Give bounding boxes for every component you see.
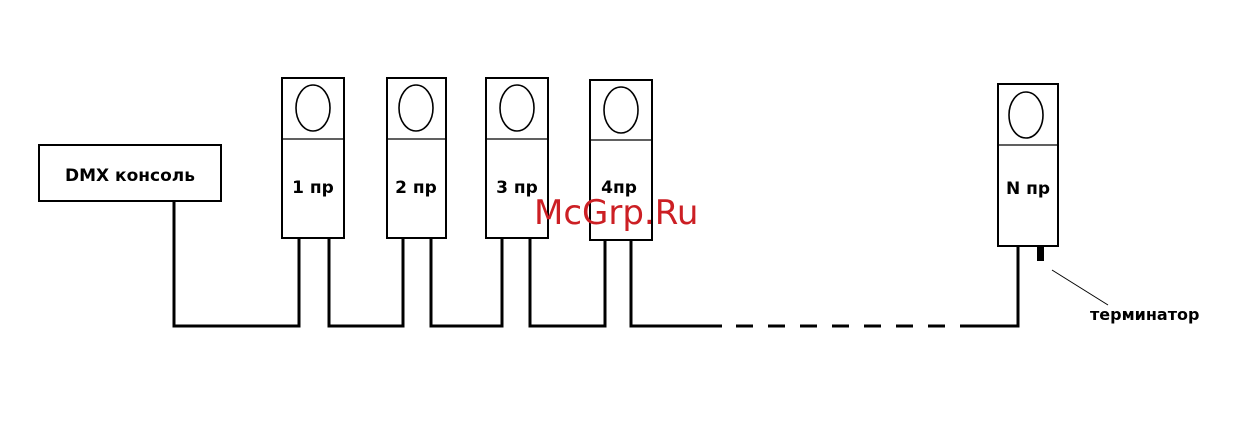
cable-to-n: [962, 246, 1018, 326]
cable-console-to-1: [174, 201, 299, 326]
device-1-label: 1 пр: [292, 178, 334, 198]
cable-3-to-4: [530, 238, 605, 326]
cable-1-to-2: [329, 238, 403, 326]
terminator: терминатор: [1037, 246, 1199, 324]
device-4-lens: [604, 87, 638, 133]
cable-4-out: [631, 240, 722, 326]
device-2: 2 пр: [387, 78, 446, 238]
cable-2-to-3: [431, 238, 502, 326]
device-2-label: 2 пр: [395, 178, 437, 198]
dmx-console-label: DMX консоль: [65, 166, 195, 186]
device-1-lens: [296, 85, 330, 131]
device-3-lens: [500, 85, 534, 131]
device-2-lens: [399, 85, 433, 131]
device-n-label: N пр: [1006, 179, 1050, 199]
device-3-label: 3 пр: [496, 178, 538, 198]
watermark: McGrp.Ru: [534, 193, 698, 233]
device-1: 1 пр: [282, 78, 344, 238]
terminator-label: терминатор: [1090, 305, 1199, 324]
device-n: N пр: [998, 84, 1058, 246]
terminator-pointer-line: [1052, 270, 1108, 305]
device-n-lens: [1009, 92, 1043, 138]
dmx-console: DMX консоль: [39, 145, 221, 201]
terminator-plug: [1037, 246, 1044, 261]
